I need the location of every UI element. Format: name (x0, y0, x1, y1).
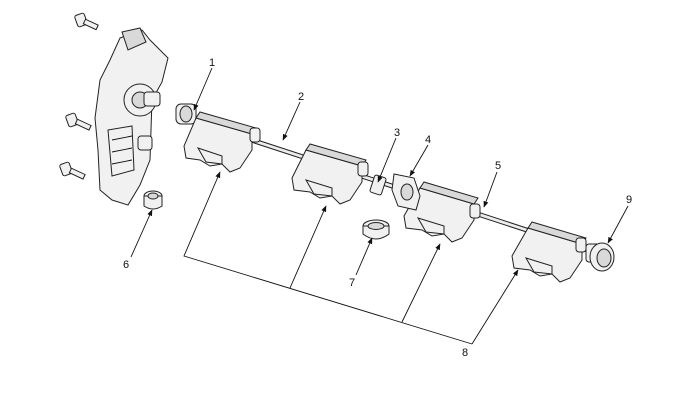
ring-7 (362, 219, 390, 240)
callout-3: 3 (394, 127, 400, 139)
bracket-1 (183, 111, 261, 173)
bracket-3 (403, 181, 481, 243)
collar-4 (391, 173, 421, 211)
callout-7: 7 (349, 277, 355, 289)
bracket-4 (511, 221, 587, 283)
callout-6: 6 (123, 259, 129, 271)
callout-5: 5 (495, 160, 501, 172)
bolt-top (74, 12, 99, 31)
leader-lines (130, 67, 629, 345)
bushing-6 (143, 190, 163, 210)
bracket-2 (291, 143, 369, 205)
end-cap-9 (585, 242, 615, 272)
bolt-middle (65, 112, 92, 131)
shaft-end-left (175, 103, 197, 125)
callout-8: 8 (462, 347, 468, 359)
callout-1: 1 (209, 57, 215, 69)
callout-4: 4 (425, 134, 431, 146)
callout-2: 2 (298, 91, 304, 103)
actuator-motor-housing (94, 27, 169, 206)
bolt-bottom (59, 161, 86, 180)
callout-9: 9 (626, 194, 632, 206)
